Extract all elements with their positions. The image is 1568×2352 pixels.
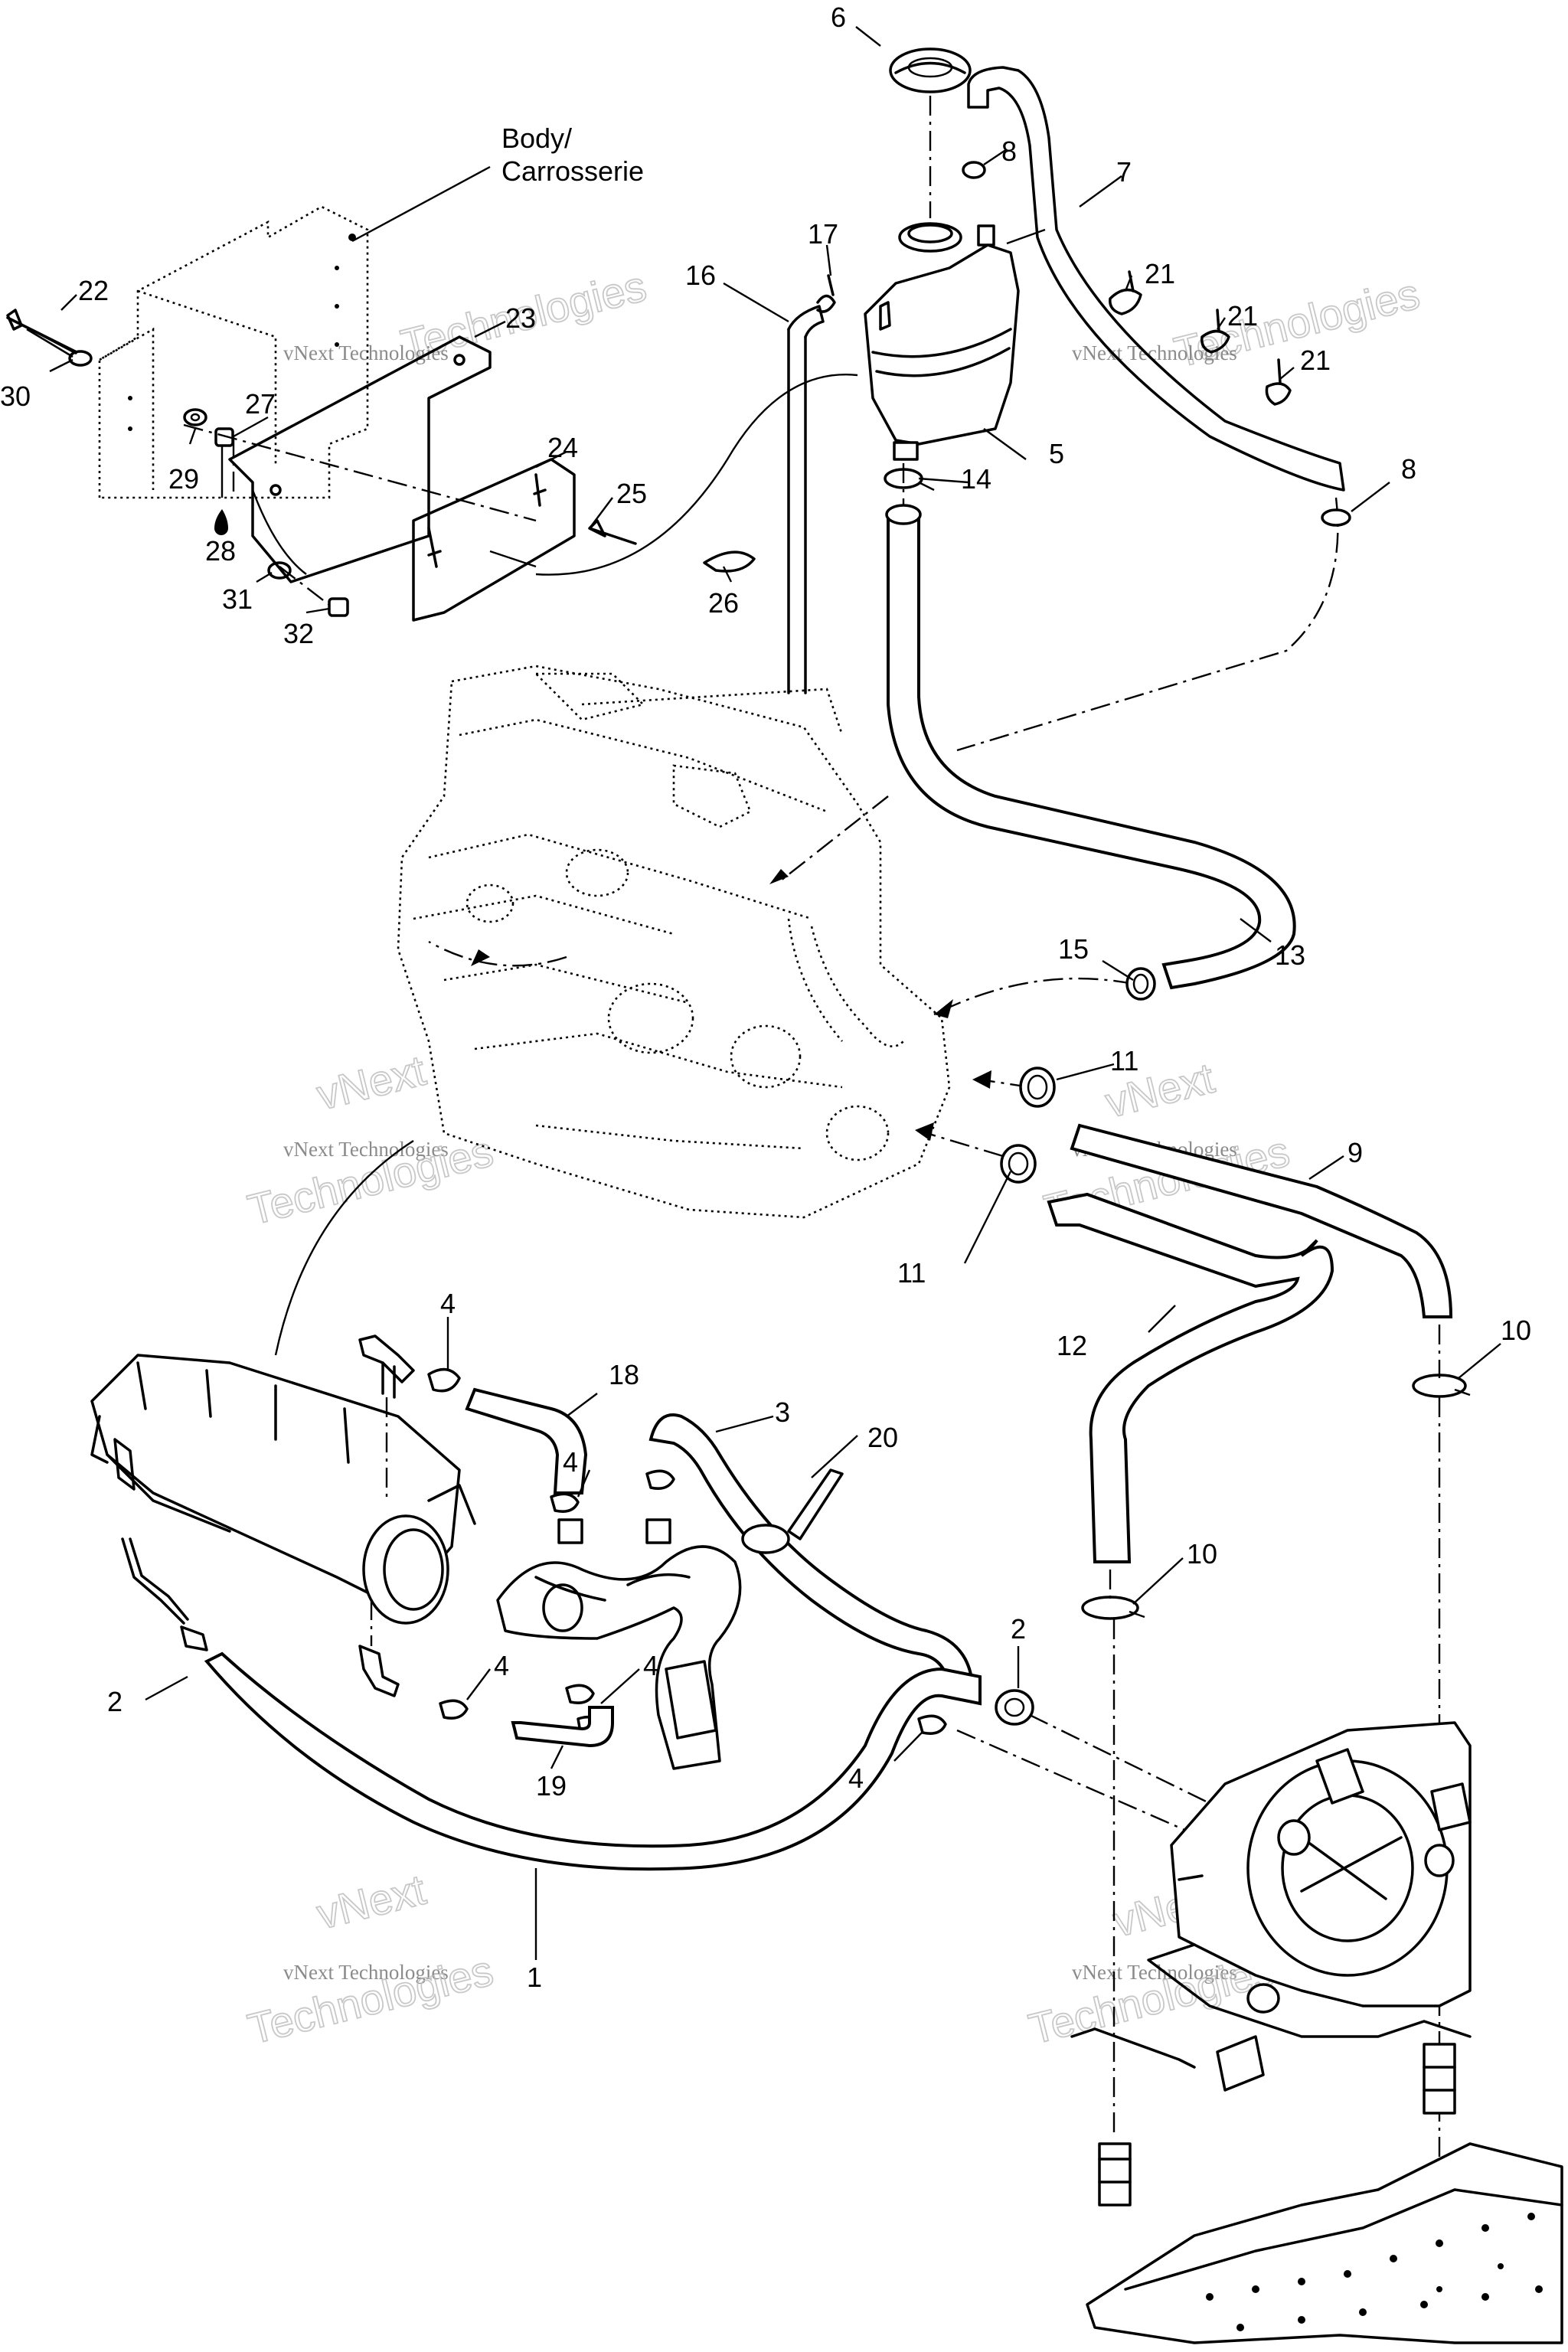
callout-18: 18: [609, 1359, 639, 1390]
nut-32: [328, 597, 349, 617]
callout-16: 16: [685, 260, 716, 291]
callout-20: 20: [867, 1422, 898, 1453]
callout-6: 6: [831, 2, 846, 33]
watermark-big-3: vNext: [312, 1046, 431, 1119]
tie-20: [741, 1468, 844, 1554]
callout-labels: Body/ Carrosserie 6 8 7 17 16 21 21 21 5…: [0, 2, 1531, 1993]
callout-8-top: 8: [1001, 136, 1017, 167]
callout-4-b: 4: [563, 1446, 578, 1478]
watermark-big-7: vNext: [312, 1865, 431, 1939]
callout-27: 27: [245, 388, 276, 420]
hose-18: [465, 1387, 588, 1494]
fitting-2-left: [121, 1537, 208, 1651]
bracket-23: [228, 335, 492, 583]
bolt-22: [6, 309, 78, 358]
washer-30: [68, 350, 93, 367]
callout-4-e: 4: [848, 1762, 864, 1794]
hose-13: [885, 504, 1296, 990]
clamp-26: [703, 550, 756, 573]
expansion-tank-5: [864, 222, 1020, 461]
engine-assembly: [397, 665, 951, 1219]
clamp-8-bottom: [1321, 508, 1351, 527]
hull-plate: [1086, 2142, 1563, 2344]
callout-23: 23: [505, 302, 536, 334]
washer-29: [183, 408, 207, 426]
engine-arrows: [428, 869, 1134, 1158]
callout-21-c: 21: [1300, 345, 1331, 376]
callout-30: 30: [0, 381, 31, 412]
housing-hose-assembly: [496, 1518, 742, 1770]
callout-26: 26: [708, 587, 739, 619]
hose-19: [511, 1706, 614, 1748]
lower-leaders: [274, 1139, 1233, 1839]
hose-7: [956, 66, 1345, 752]
fitting-2-right: [995, 1689, 1034, 1726]
callout-8-bottom: 8: [1401, 453, 1416, 485]
callout-19: 19: [536, 1770, 567, 1802]
callout-4-d: 4: [494, 1650, 509, 1681]
callout-4-c: 4: [643, 1650, 658, 1681]
hose-9: [1070, 1123, 1453, 1318]
bracket-24: [412, 458, 576, 622]
callout-31: 31: [222, 583, 253, 615]
watermark-5: vNext Technologies: [283, 1961, 449, 1984]
callout-4-a: 4: [440, 1288, 456, 1319]
clamp-8-top: [962, 161, 986, 179]
callout-15: 15: [1058, 933, 1089, 965]
callout-10-lower: 10: [1187, 1538, 1217, 1570]
watermark-3: vNext Technologies: [283, 1138, 449, 1161]
callout-29: 29: [168, 463, 199, 495]
callout-14: 14: [961, 463, 991, 495]
body-connector-leaders: [183, 374, 858, 606]
callout-11-lower: 11: [897, 1257, 926, 1289]
clamp-15: [1125, 967, 1156, 1001]
callout-21-b: 21: [1227, 300, 1258, 332]
body-panel: [98, 205, 369, 499]
washer-31: [267, 561, 292, 580]
jet-pump-housing: [1070, 1721, 1472, 2092]
callout-24: 24: [547, 432, 578, 463]
hose-12: [1047, 1192, 1334, 1563]
callout-25: 25: [616, 478, 647, 509]
callout-2-left: 2: [107, 1686, 122, 1717]
callout-11-upper: 11: [1110, 1045, 1138, 1076]
clamps-10: [1081, 1374, 1471, 1620]
clamp-11-lower: [1000, 1144, 1037, 1184]
callout-21-a: 21: [1145, 258, 1175, 289]
callout-22: 22: [78, 275, 109, 306]
elbow-fittings: [358, 1334, 415, 1697]
callout-2-right: 2: [1011, 1613, 1026, 1645]
pressure-cap-6: [889, 47, 972, 93]
hose-16: [787, 305, 825, 694]
callout-12: 12: [1057, 1330, 1087, 1361]
label-body: Body/: [501, 122, 572, 154]
callout-3: 3: [775, 1396, 790, 1428]
callout-28: 28: [205, 535, 236, 567]
tank-outlet-leader: [780, 463, 905, 881]
callout-1: 1: [527, 1962, 542, 1993]
hull-fittings: [1098, 2043, 1456, 2207]
callout-5: 5: [1049, 438, 1064, 469]
callout-10-upper: 10: [1501, 1315, 1531, 1346]
callout-leaders: [49, 26, 1501, 1960]
sealant-28: [214, 509, 228, 535]
callout-32: 32: [283, 618, 314, 649]
callout-7: 7: [1116, 156, 1132, 188]
hose-1: [204, 1651, 982, 1871]
label-carrosserie: Carrosserie: [501, 155, 644, 187]
clamp-11-upper: [1019, 1067, 1056, 1108]
callout-9: 9: [1348, 1137, 1363, 1168]
watermark-1: vNext Technologies: [283, 341, 449, 364]
clamp-17: [816, 274, 836, 313]
push-rivet-25: [588, 519, 637, 545]
intake-manifold-housing: [90, 1354, 476, 1625]
callout-17: 17: [808, 218, 838, 250]
callout-13: 13: [1275, 939, 1305, 971]
